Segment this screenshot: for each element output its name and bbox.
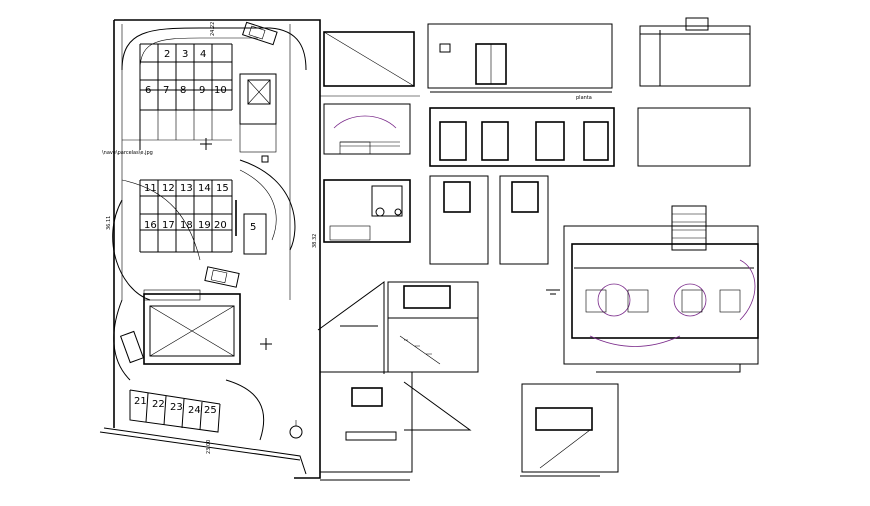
parking-label: 14	[198, 183, 211, 194]
dimension-label: 36.11	[106, 216, 112, 230]
parking-label: 23	[170, 402, 183, 413]
parking-label: 6	[145, 85, 151, 96]
parking-label: 22	[152, 399, 165, 410]
parking-label: 15	[216, 183, 229, 194]
sections	[317, 281, 619, 481]
parking-label: 25	[204, 405, 217, 416]
file-caption: \nave\parcelas\e.jpg	[102, 150, 153, 156]
parking-label: 20	[214, 220, 227, 231]
dimension-label: 24.22	[210, 22, 216, 36]
parking-label: 17	[162, 220, 175, 231]
parking-label: 4	[200, 49, 206, 60]
parking-label: 19	[198, 220, 211, 231]
parking-label: 5	[250, 222, 256, 233]
parking-label: 8	[180, 85, 186, 96]
elevations: planta	[427, 17, 751, 167]
parking-label: 7	[163, 85, 169, 96]
parking-label: 10	[214, 85, 227, 96]
parking-label: 12	[162, 183, 175, 194]
parking-label: 16	[144, 220, 157, 231]
floor-plan	[546, 205, 759, 373]
site-plan: 2 3 4 6 7 8 9 10 \nave\parcelas\e.jpg 24…	[99, 19, 321, 479]
parking-label: 21	[134, 396, 147, 407]
parking-label: 13	[180, 183, 193, 194]
dimension-label: 38.32	[312, 234, 318, 248]
car-icon	[204, 266, 240, 288]
parking-label: 24	[188, 405, 201, 416]
parking-label: 3	[182, 49, 188, 60]
drawing-caption: planta	[576, 95, 592, 101]
car-icon	[119, 330, 145, 364]
parking-label: 18	[180, 220, 193, 231]
parking-label: 2	[164, 49, 170, 60]
dimension-label: 23.00	[206, 440, 212, 454]
parking-label: 9	[199, 85, 205, 96]
detail-drawings: 38.32	[312, 31, 549, 265]
parking-label: 11	[144, 183, 157, 194]
car-icon	[241, 21, 278, 46]
